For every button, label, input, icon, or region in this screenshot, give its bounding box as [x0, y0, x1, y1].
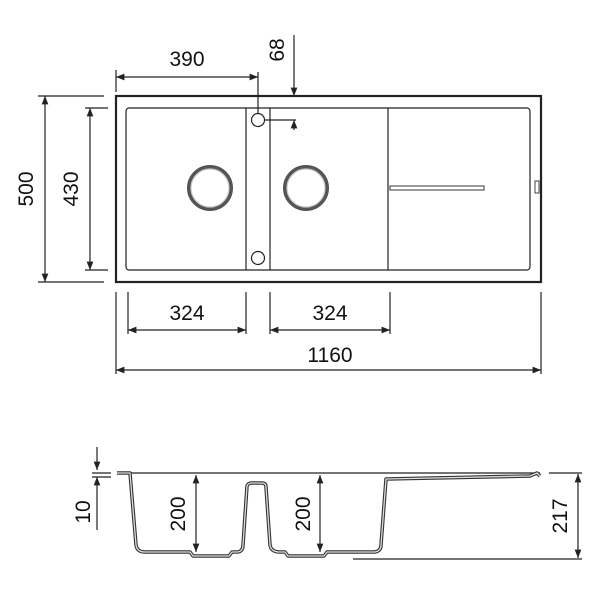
overflow-hole-icon: [250, 250, 266, 266]
dim-bowl2-width: 324: [312, 302, 347, 325]
dim-total-height: 217: [549, 498, 572, 533]
dim-rim: 10: [72, 500, 95, 523]
dim-overall-width: 1160: [307, 344, 352, 367]
dim-bowl-depth: 430: [60, 171, 83, 206]
drainer-groove: [389, 185, 485, 191]
dim-bowl1-depth: 200: [167, 496, 190, 531]
dim-bowl2-depth: 200: [292, 496, 315, 531]
dim-tap-offset-y: 68: [266, 38, 289, 61]
dim-bowl1-width: 324: [169, 302, 204, 325]
side-view: 10 200 200 217: [72, 447, 582, 560]
drain-1-icon: [187, 165, 233, 211]
dim-overall-depth: 500: [15, 171, 38, 206]
sink-outline: [114, 94, 543, 284]
dim-tap-offset-x: 390: [169, 48, 204, 71]
drainer-slot: [534, 180, 540, 194]
sink-inner-outline: [125, 107, 531, 271]
top-view: 390 68 500 430 324 324 1160: [15, 35, 543, 374]
tap-hole-icon: [250, 112, 266, 128]
drain-2-icon: [283, 165, 329, 211]
